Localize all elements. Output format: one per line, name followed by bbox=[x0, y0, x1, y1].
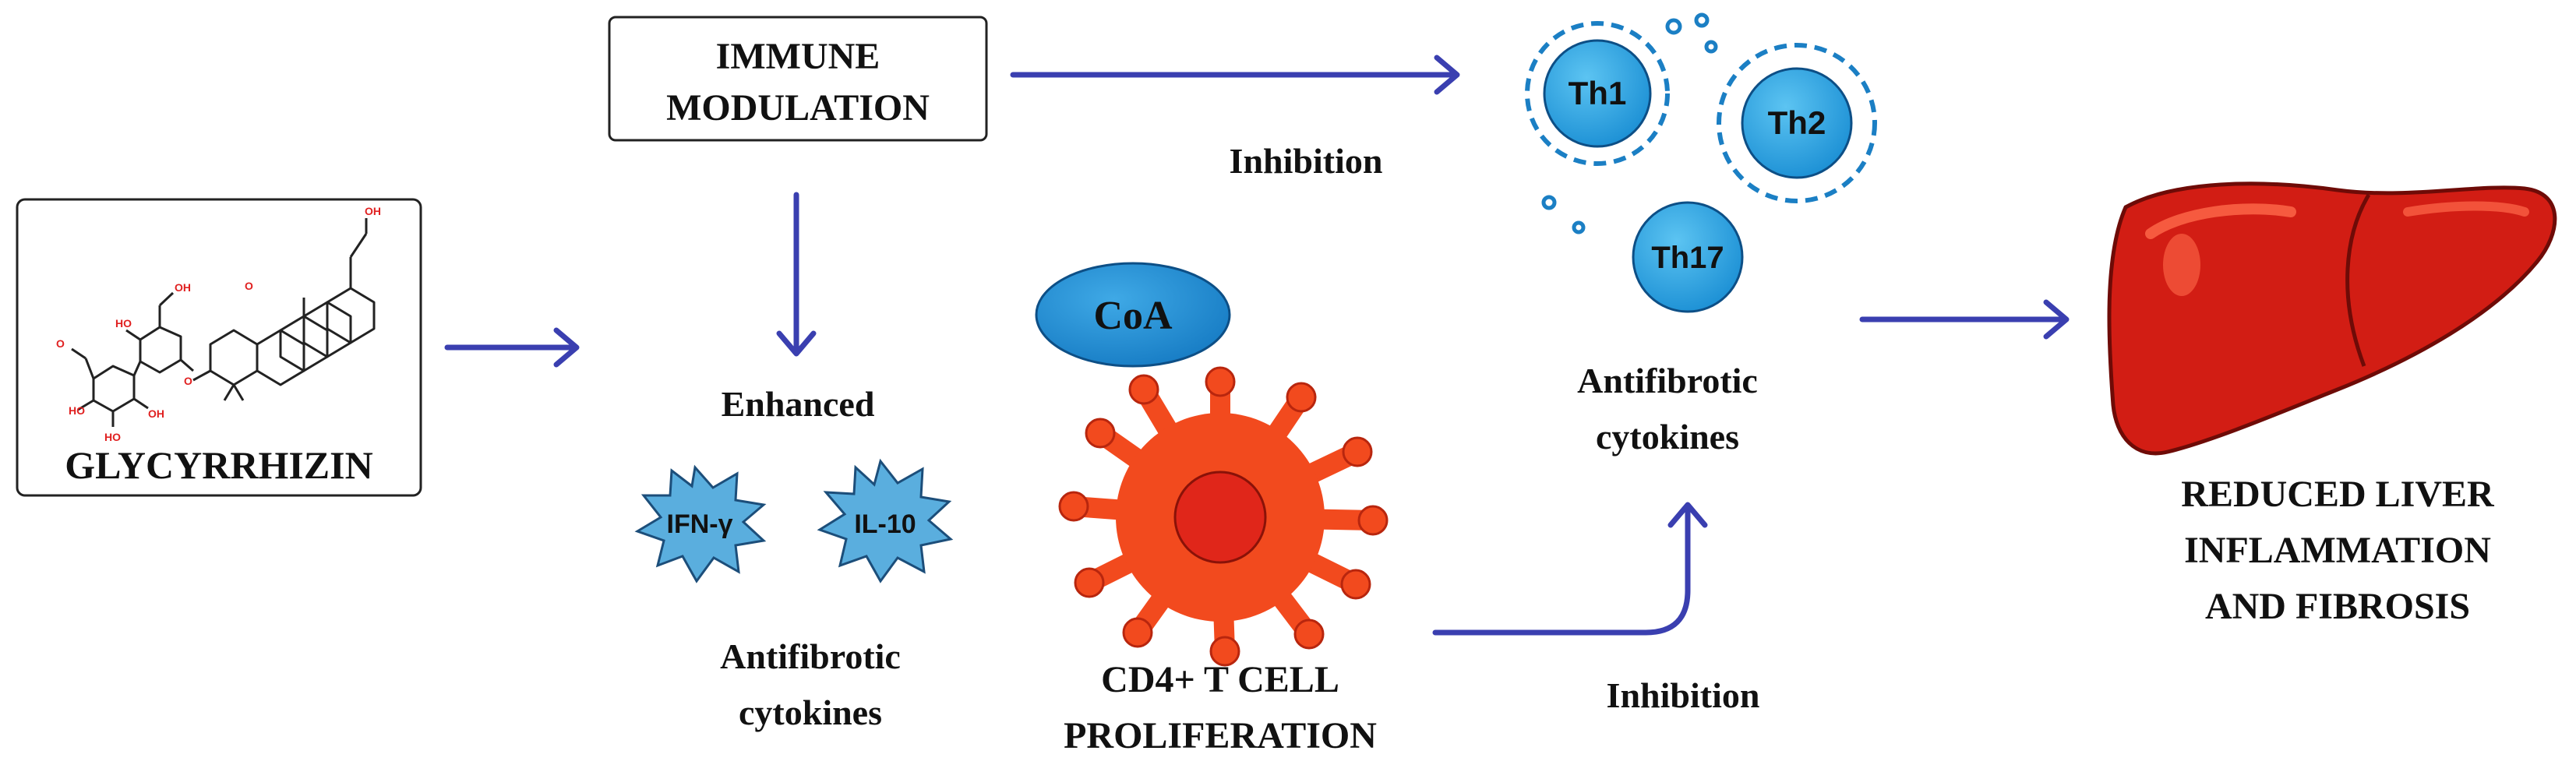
outcome-line3: AND FIBROSIS bbox=[2205, 586, 2470, 627]
immune-modulation-box bbox=[608, 16, 988, 142]
immune-modulation-line1: IMMUNE bbox=[716, 36, 880, 77]
cd4-t-cell-node: CD4+ T CELL PROLIFERATION bbox=[1058, 366, 1389, 756]
glycyrrhizin-node: OH O OH HO O HO HO OH O GLYCYRRHIZIN bbox=[16, 198, 422, 497]
outcome-line2: INFLAMMATION bbox=[2184, 530, 2491, 571]
molecule-structure-icon bbox=[71, 218, 376, 427]
inhibition-top-label: Inhibition bbox=[1230, 141, 1383, 181]
cd4-label-line1: CD4+ T CELL bbox=[1101, 659, 1339, 700]
atom-label-oh-2: OH bbox=[175, 281, 191, 294]
atom-label-o-link: O bbox=[184, 375, 192, 387]
il10-star-icon bbox=[817, 458, 954, 583]
th1-cell-icon bbox=[1543, 39, 1652, 148]
liver-icon bbox=[2107, 182, 2557, 456]
th1-dashed-ring bbox=[1525, 21, 1670, 166]
il10-cytokine: IL-10 bbox=[817, 458, 954, 583]
th2-dashed-ring bbox=[1717, 43, 1877, 203]
cd4-label-line2: PROLIFERATION bbox=[1064, 715, 1377, 756]
immune-modulation-node: IMMUNE MODULATION bbox=[608, 16, 988, 142]
cd4-nucleus-icon bbox=[1173, 471, 1267, 564]
ifn-gamma-label: IFN-γ bbox=[667, 509, 733, 539]
t-helper-cells: Th1 Th2 Th17 bbox=[1525, 12, 1877, 313]
arrow-immune-to-tcells bbox=[1010, 55, 1460, 95]
coa-ellipse bbox=[1035, 262, 1231, 368]
atom-label-ho: HO bbox=[115, 317, 132, 330]
ifn-gamma-star-icon bbox=[634, 464, 767, 583]
arrow-cytokines-to-liver bbox=[1859, 299, 2070, 340]
cytokine-dots-icon bbox=[1541, 12, 1718, 234]
glycyrrhizin-box bbox=[16, 198, 422, 497]
glycyrrhizin-label: GLYCYRRHIZIN bbox=[65, 443, 372, 487]
arrow-cd4-to-cytokines bbox=[1432, 502, 1708, 636]
atom-label-ho-2: HO bbox=[69, 404, 85, 417]
atom-label-oh-3: OH bbox=[148, 407, 164, 420]
ifn-gamma-cytokine: IFN-γ bbox=[634, 464, 767, 583]
atom-label-o-acid: O bbox=[56, 337, 65, 350]
enhanced-label: Enhanced bbox=[722, 384, 875, 424]
atom-label-ho-3: HO bbox=[104, 431, 121, 443]
atom-label-o-ketone: O bbox=[245, 280, 253, 292]
th1-label: Th1 bbox=[1569, 75, 1627, 111]
atom-label-oh: OH bbox=[365, 205, 381, 217]
arrow-glycyrrhizin-to-immune bbox=[444, 327, 580, 368]
right-cytokines-line1: Antifibrotic bbox=[1577, 361, 1758, 400]
left-cytokines-caption-line1: Antifibrotic bbox=[720, 636, 901, 676]
right-cytokines-line2: cytokines bbox=[1596, 417, 1739, 456]
th17-label: Th17 bbox=[1651, 241, 1724, 275]
arrow-immune-to-enhanced bbox=[776, 192, 817, 357]
molecule-atom-labels: OH O OH HO O HO HO OH O bbox=[56, 205, 381, 443]
th17-cell-icon bbox=[1632, 201, 1744, 313]
il10-label: IL-10 bbox=[854, 509, 916, 539]
th2-cell-icon bbox=[1741, 67, 1853, 179]
coa-label: CoA bbox=[1093, 294, 1173, 338]
coa-node: CoA bbox=[1035, 262, 1231, 368]
th2-label: Th2 bbox=[1768, 104, 1826, 141]
outcome-line1: REDUCED LIVER bbox=[2181, 474, 2495, 515]
left-cytokines-caption-line2: cytokines bbox=[739, 693, 882, 732]
inhibition-bottom-label: Inhibition bbox=[1607, 675, 1760, 715]
immune-modulation-line2: MODULATION bbox=[666, 87, 930, 129]
